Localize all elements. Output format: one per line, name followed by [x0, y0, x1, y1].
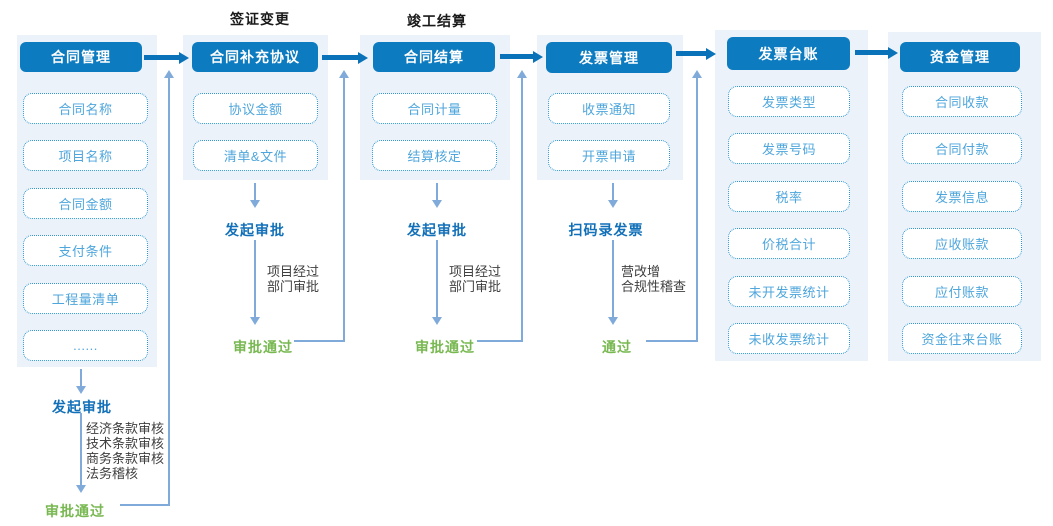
header-contract-management: 合同管理: [20, 42, 142, 72]
item-receipt-notice: 收票通知: [548, 93, 670, 124]
item-unreceived-invoice-stats: 未收发票统计: [728, 323, 850, 354]
flow-line-panel-to-start-3: [436, 183, 438, 200]
flow-notes-2: 项目经过 部门审批: [267, 264, 319, 294]
header-invoice-management: 发票管理: [546, 42, 672, 73]
connector-return-4-horizontal: [646, 340, 698, 342]
item-invoice-number: 发票号码: [728, 133, 850, 164]
down-arrow-icon: [250, 200, 260, 208]
item-contract-measurement: 合同计量: [372, 93, 497, 124]
connector-return-3-horizontal: [477, 340, 523, 342]
arrow-head-contract-to-supplement: [179, 52, 189, 64]
arrow-line-ledger-to-fund: [855, 50, 888, 55]
flow-notes-4: 营改增 合规性稽查: [621, 264, 686, 294]
item-invoicing-application: 开票申请: [548, 140, 670, 171]
down-arrow-icon: [608, 200, 618, 208]
connector-return-1-vertical: [168, 78, 170, 506]
flow-notes-1: 经济条款审核 技术条款审核 商务条款审核 法务稽核: [86, 421, 164, 481]
arrow-line-settlement-to-invoice: [500, 54, 533, 59]
flow-start-label-3: 发起审批: [407, 222, 467, 238]
flow-line-panel-to-start-2: [254, 183, 256, 200]
flow-end-label-3: 审批通过: [415, 339, 475, 355]
header-invoice-ledger: 发票台账: [727, 37, 850, 70]
up-arrow-icon: [517, 70, 527, 78]
flow-line-start-to-end-2: [254, 240, 256, 317]
flow-note-line: 项目经过: [267, 264, 320, 279]
down-arrow-icon: [432, 200, 442, 208]
flow-note-line: 项目经过: [449, 264, 502, 279]
item-ellipsis: ......: [23, 330, 148, 361]
connector-return-4-vertical: [696, 78, 698, 342]
stage-label-completion-settlement: 竣工结算: [407, 13, 467, 29]
flow-start-label-2: 发起审批: [225, 222, 285, 238]
item-invoice-type: 发票类型: [728, 86, 850, 117]
item-agreement-amount: 协议金额: [193, 93, 318, 124]
flow-note-line: 技术条款审核: [86, 436, 165, 451]
flow-note-line: 法务稽核: [86, 466, 139, 481]
down-arrow-icon: [76, 386, 86, 394]
flow-notes-3: 项目经过 部门审批: [449, 264, 501, 294]
flow-line-start-to-end-3: [436, 240, 438, 317]
item-project-name: 项目名称: [23, 140, 148, 171]
item-contract-payments: 合同付款: [902, 133, 1022, 164]
flow-line-start-to-end-4: [612, 240, 614, 317]
arrow-head-invoice-to-ledger: [706, 48, 716, 60]
flow-line-panel-to-start-1: [80, 369, 82, 386]
flow-note-line: 经济条款审核: [86, 421, 165, 436]
header-contract-settlement: 合同结算: [373, 42, 495, 72]
item-boq-list: 工程量清单: [23, 283, 148, 314]
flow-note-line: 营改增: [621, 264, 661, 279]
item-contract-name: 合同名称: [23, 93, 148, 124]
item-payment-terms: 支付条件: [23, 235, 148, 266]
arrow-head-ledger-to-fund: [888, 47, 898, 59]
connector-return-3-vertical: [521, 78, 523, 342]
header-contract-supplement-agreement: 合同补充协议: [192, 42, 318, 72]
item-tax-rate: 税率: [728, 181, 850, 212]
up-arrow-icon: [692, 70, 702, 78]
connector-return-2-vertical: [343, 78, 345, 342]
flow-start-label-1: 发起审批: [52, 399, 112, 415]
flow-end-label-1: 审批通过: [45, 503, 105, 519]
connector-return-1-horizontal: [120, 504, 170, 506]
flow-end-label-2: 审批通过: [233, 339, 293, 355]
arrow-line-invoice-to-ledger: [676, 51, 706, 56]
item-uninvoiced-stats: 未开发票统计: [728, 276, 850, 307]
connector-return-2-horizontal: [294, 340, 345, 342]
item-invoice-info: 发票信息: [902, 181, 1022, 212]
item-contract-receipts: 合同收款: [902, 86, 1022, 117]
item-accounts-payable: 应付账款: [902, 276, 1022, 307]
item-accounts-receivable: 应收账款: [902, 228, 1022, 259]
item-tax-inclusive-total: 价税合计: [728, 228, 850, 259]
item-fund-transactions-ledger: 资金往来台账: [902, 323, 1022, 354]
up-arrow-icon: [164, 70, 174, 78]
flow-line-panel-to-start-4: [612, 183, 614, 200]
flow-note-line: 商务条款审核: [86, 451, 165, 466]
flow-note-line: 部门审批: [449, 279, 502, 294]
flow-note-line: 部门审批: [267, 279, 320, 294]
item-contract-amount: 合同金额: [23, 188, 148, 219]
arrow-head-supplement-to-settlement: [358, 52, 368, 64]
arrow-line-supplement-to-settlement: [322, 55, 358, 60]
down-arrow-icon: [250, 317, 260, 325]
flow-note-line: 合规性稽查: [621, 279, 687, 294]
stage-label-signing-change: 签证变更: [230, 11, 290, 27]
item-list-and-files: 清单&文件: [193, 140, 318, 171]
up-arrow-icon: [339, 70, 349, 78]
arrow-head-settlement-to-invoice: [533, 51, 543, 63]
flow-line-start-to-end-1: [80, 413, 82, 485]
header-fund-management: 资金管理: [900, 42, 1020, 72]
flow-start-label-4: 扫码录发票: [568, 222, 644, 238]
item-settlement-verification: 结算核定: [372, 140, 497, 171]
down-arrow-icon: [76, 485, 86, 493]
down-arrow-icon: [608, 317, 618, 325]
arrow-line-contract-to-supplement: [144, 55, 179, 60]
flow-end-label-4: 通过: [602, 339, 632, 355]
down-arrow-icon: [432, 317, 442, 325]
